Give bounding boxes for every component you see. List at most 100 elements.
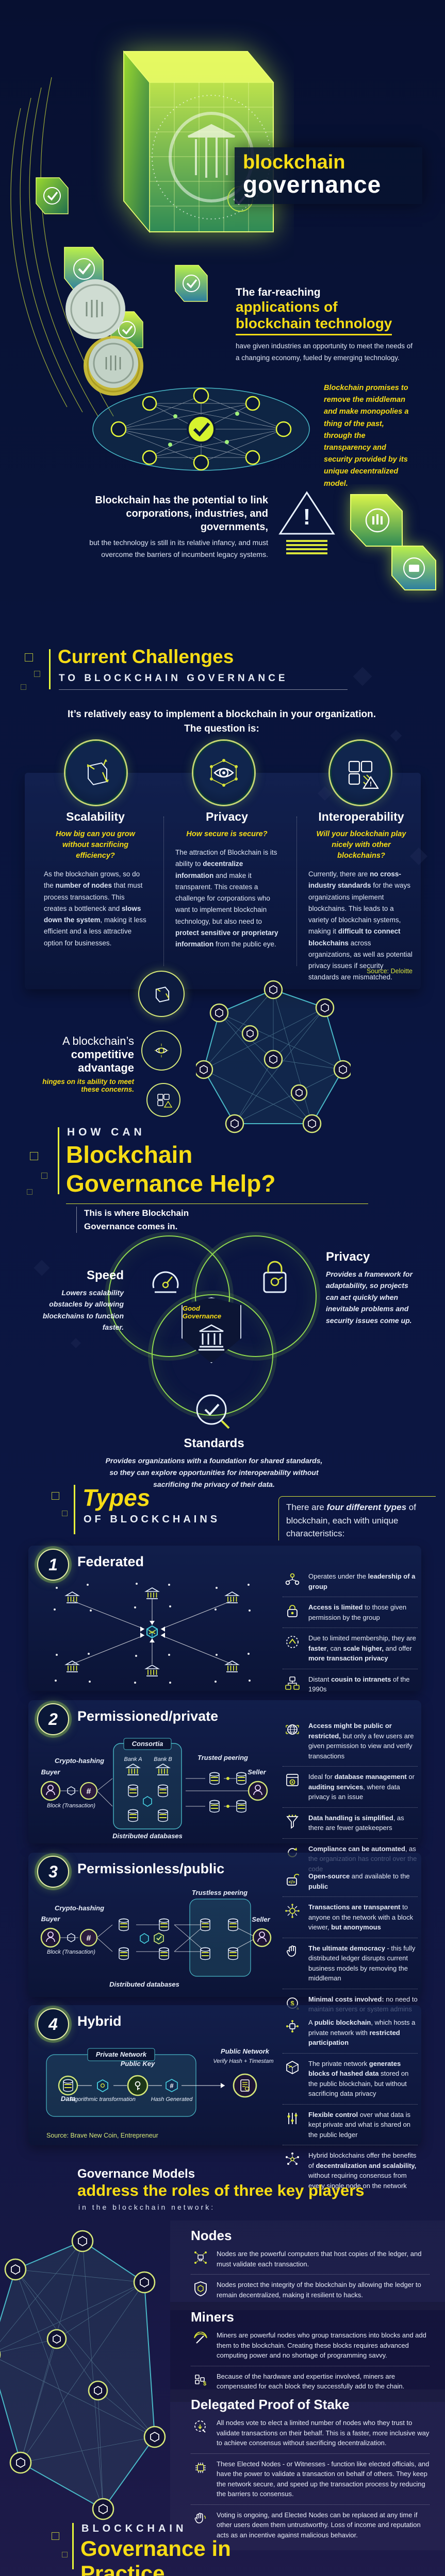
svg-text:Buyer: Buyer [41,1915,61,1923]
privacy-icon [193,741,254,805]
svg-text:Hash Generated: Hash Generated [151,2096,193,2103]
type1-section: 1 Federated [0,1546,445,1695]
svg-text:Public Key: Public Key [121,2060,155,2067]
privacy-lock-icon [263,1261,287,1293]
bullet: Data handling is simplified, as there ar… [283,1808,418,1839]
col-body: As the blockchain grows, so do the numbe… [44,870,146,947]
bullet: Transactions are transparent to anyone o… [283,1897,418,1938]
svg-text:</>: </> [288,1879,295,1885]
silver-coins [65,279,138,388]
advantage-line2: competitive advantage [71,1048,134,1074]
bubble-eye-icon [141,1030,182,1071]
dpos-block: Delegated Proof of Stake All nodes vote … [170,2389,445,2550]
permissioned-diagram: Consortia Bank A Bank B Buyer # Crypto-h… [40,1738,268,1840]
bullet: The private network generates blocks of … [283,2054,418,2105]
type4-source: Source: Brave New Coin, Entrepreneur [46,2132,158,2139]
hybrid-diagram: Private Network Data Algorithmic transfo… [46,2047,273,2117]
potential-rest: but the technology is still in its relat… [89,538,268,559]
nodes-title: Nodes [191,2228,232,2243]
type4-number: 4 [37,2008,69,2040]
bullet: Hybrid blockchains offer the benefits of… [283,2145,418,2196]
potential-bold: Blockchain has the potential to link cor… [95,495,268,533]
ongoing-vote-hand-icon [191,2510,210,2528]
bubble-puzzle-icon [146,1083,180,1117]
bullet: Ideal for database management or auditin… [283,1767,418,1808]
challenges-section: Current Challenges TO BLOCKCHAIN GOVERNA… [0,639,445,999]
type4-title: Hybrid [77,2013,122,2029]
globe-icon [283,1721,302,1738]
network-nodes [196,980,351,1133]
help-title1: Blockchain [66,1141,193,1168]
type3-title: Permissionless/public [77,1861,225,1876]
type3-bullets: </> Open-source and available to the pub… [283,1866,418,2020]
federated-diagram [54,1583,251,1684]
speed-gauge-icon [152,1271,179,1293]
types-header: Types OF BLOCKCHAINS There are four diff… [0,1484,445,1551]
miners-title: Miners [191,2309,234,2325]
intro-headline-white: The far-reaching [236,286,321,298]
type1-bullets: Operates under the leadership of a group… [283,1566,418,1700]
transparent-network-icon [283,1902,302,1920]
svg-text:Verify Hash + Timestamp: Verify Hash + Timestamp [213,2058,273,2064]
sliders-icon [283,2110,302,2127]
group-leadership-icon [283,1571,302,1589]
type2-title: Permissioned/private [77,1708,219,1724]
intranet-icon [283,1674,302,1692]
help-sub: This is where Blockchain Governance come… [76,1207,218,1233]
svg-text:Distributed databases: Distributed databases [112,1832,183,1840]
svg-text:$: $ [203,2381,206,2387]
potential-text: Blockchain has the potential to link cor… [62,494,268,561]
decentralized-nodes-icon [283,2150,302,2168]
type1-panel [28,1546,421,1691]
svg-text:Trusted peering: Trusted peering [197,1754,248,1761]
intro-body: have given industries an opportunity to … [236,342,413,362]
svg-text:Crypto-hashing: Crypto-hashing [55,1757,104,1765]
bullet: Flexible control over what data is kept … [283,2105,418,2145]
type4-section: 4 Hybrid Private Network Data Algorithmi… [0,2005,445,2190]
svg-text:#: # [170,2082,174,2090]
type2-number: 2 [37,1703,69,1735]
bullet: Operates under the leadership of a group [283,1566,418,1597]
advantage-line1: A blockchain’s [62,1035,134,1047]
miners-block: Miners Miners are powerful nodes who gro… [170,2302,445,2402]
bullet: Voting is ongoing, and Elected Nodes can… [191,2505,430,2546]
nodes-block: Nodes Nodes are the powerful computers t… [170,2221,445,2310]
venn-circle-standards [152,1294,273,1416]
bank-icon [199,1324,224,1351]
help-kicker: HOW CAN [67,1126,145,1138]
col-body: The attraction of Blockchain is its abil… [175,849,278,948]
advantage-network [196,980,351,1133]
svg-text:Consortia: Consortia [132,1740,163,1748]
bubble-cube-icon [138,971,185,1017]
col-title: Privacy [206,810,248,823]
type3-number: 3 [37,1856,69,1888]
col-interoperability: Interoperability Will your blockchain pl… [308,810,414,984]
advantage-text: A blockchain’s competitive advantage hin… [31,1035,134,1093]
standards-title: Standards [184,1436,244,1450]
standards-check-icon [196,1394,230,1429]
permissionless-diagram: Trustless peering Buyer # Crypto-hashing… [40,1889,272,1988]
gov-models-section: Governance Models address the roles of t… [0,2164,445,2539]
warning-triangle-icon: ! [278,491,335,554]
type3-section: 3 Permissionless/public Trustless peerin… [0,1853,445,2013]
svg-text:!: ! [303,504,311,530]
types-subtitle: OF BLOCKCHAINS [84,1514,221,1525]
col-privacy: Privacy How secure is secure? The attrac… [175,810,278,950]
bullet: The ultimate democracy - this fully dist… [283,1938,418,1989]
privacy-body: Provides a framework for adaptability, s… [326,1270,413,1325]
svg-text:Private Network: Private Network [96,2050,147,2058]
bullet: These Elected Nodes - or Witnesses - fun… [191,2454,430,2505]
bullet: Nodes are the powerful computers that ho… [191,2244,430,2275]
venn-privacy-text: Privacy Provides a framework for adaptab… [326,1250,421,1326]
bullet: </> Open-source and available to the pub… [283,1866,418,1897]
intro-block: The far-reaching applications of blockch… [236,286,414,364]
practice-title: Governance in Practice [80,2536,445,2576]
advantage-section: A blockchain’s competitive advantage hin… [0,969,445,1154]
block-reward-icon: $ [191,2371,210,2389]
types-intro: There are four different types of blockc… [278,1496,436,1540]
bullet: $ Because of the hardware and expertise … [191,2366,430,2397]
col-title: Scalability [66,810,125,823]
svg-text:Seller: Seller [248,1768,266,1776]
speed-title: Speed [86,1268,124,1282]
